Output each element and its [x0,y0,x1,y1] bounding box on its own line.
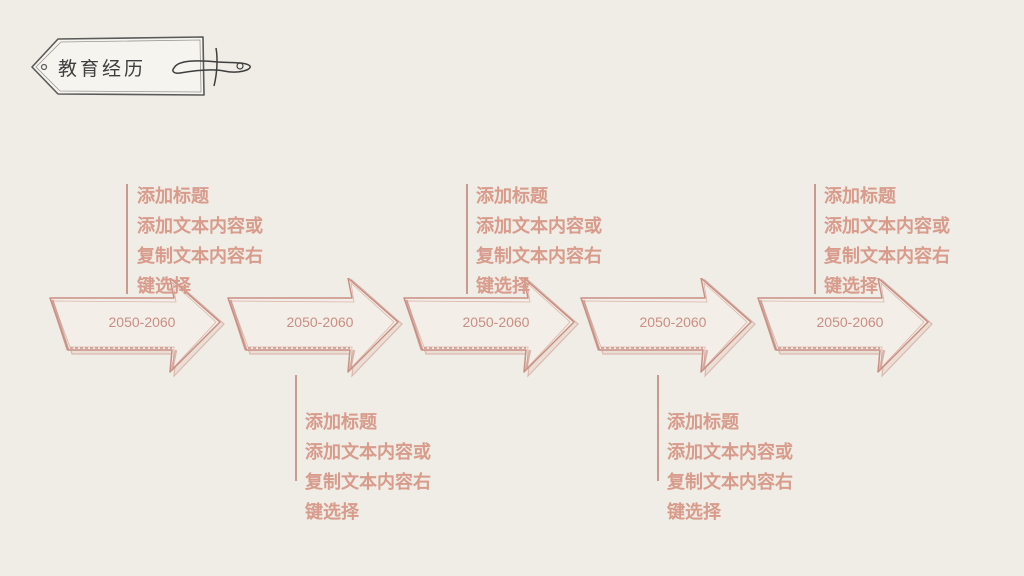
timeline-entry-2: 添加标题 添加文本内容或 复制文本内容右 键选择 [305,408,431,528]
period-label: 2050-2060 [639,314,707,330]
entry-line: 键选择 [305,502,359,523]
entry-title: 添加标题 [824,186,896,207]
entry-line: 添加文本内容或 [824,216,950,237]
connector-line [466,184,468,294]
connector-line [295,375,297,481]
timeline-arrow-2: 2050-2060 [226,278,406,378]
entry-line: 键选择 [137,276,191,297]
timeline-arrow-5: 2050-2060 [756,278,936,378]
entry-title: 添加标题 [667,412,739,433]
connector-line [657,375,659,481]
tag-shape [31,36,251,96]
arrow-icon [49,278,225,378]
entry-line: 复制文本内容右 [667,472,793,493]
timeline-entry-1: 添加标题 添加文本内容或 复制文本内容右 键选择 [137,182,263,302]
entry-line: 添加文本内容或 [305,442,431,463]
timeline-arrow-1: 2050-2060 [48,278,228,378]
timeline-arrow-4: 2050-2060 [579,278,759,378]
title-tag [28,34,258,100]
timeline-arrow-3: 2050-2060 [402,278,582,378]
connector-line [814,184,816,294]
entry-line: 添加文本内容或 [667,442,793,463]
entry-title: 添加标题 [476,186,548,207]
arrow-icon [403,278,579,378]
entry-line: 复制文本内容右 [824,246,950,267]
timeline-entry-3: 添加标题 添加文本内容或 复制文本内容右 键选择 [476,182,602,302]
page-title: 教育经历 [58,58,147,80]
arrow-icon [227,278,403,378]
entry-line: 复制文本内容右 [476,246,602,267]
entry-line: 添加文本内容或 [476,216,602,237]
entry-title: 添加标题 [305,412,377,433]
period-label: 2050-2060 [816,314,884,330]
entry-line: 键选择 [476,276,530,297]
period-label: 2050-2060 [108,314,176,330]
period-label: 2050-2060 [462,314,530,330]
arrow-icon [580,278,756,378]
timeline-entry-5: 添加标题 添加文本内容或 复制文本内容右 键选择 [824,182,950,302]
period-label: 2050-2060 [286,314,354,330]
timeline-entry-4: 添加标题 添加文本内容或 复制文本内容右 键选择 [667,408,793,528]
entry-line: 键选择 [824,276,878,297]
entry-line: 添加文本内容或 [137,216,263,237]
entry-line: 复制文本内容右 [305,472,431,493]
entry-line: 复制文本内容右 [137,246,263,267]
arrow-icon [757,278,933,378]
entry-line: 键选择 [667,502,721,523]
connector-line [126,184,128,294]
entry-title: 添加标题 [137,186,209,207]
